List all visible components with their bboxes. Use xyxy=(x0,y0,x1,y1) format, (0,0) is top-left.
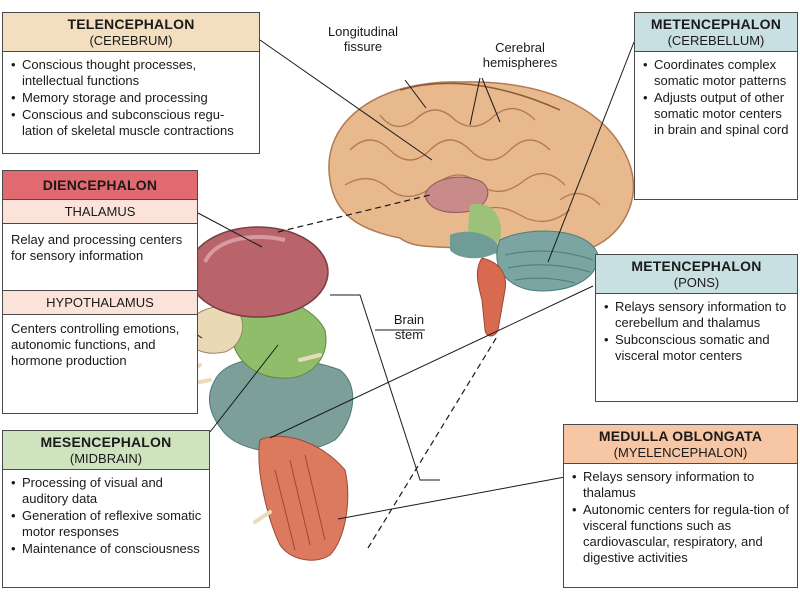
pons-list: Relays sensory information to cerebellum… xyxy=(596,294,797,369)
medulla-detail-shape xyxy=(258,435,349,561)
telencephalon-title: TELENCEPHALON xyxy=(67,16,195,32)
hypothalamus-subheader: HYPOTHALAMUS xyxy=(3,291,197,315)
cerebellum-folds xyxy=(504,250,594,284)
mesencephalon-title: MESENCEPHALON xyxy=(40,434,172,450)
medulla-title: MEDULLA OBLONGATA xyxy=(598,428,763,444)
medulla-panel: MEDULLA OBLONGATA (MYELENCEPHALON) Relay… xyxy=(563,424,798,588)
medulla-subtitle: (MYELENCEPHALON) xyxy=(613,445,748,460)
list-item: Processing of visual and auditory data xyxy=(11,475,203,507)
list-item: Conscious and subconscious regu-lation o… xyxy=(11,107,253,139)
projection-dashed-lines xyxy=(277,194,499,549)
thalamus-subheader: THALAMUS xyxy=(3,200,197,224)
pons-panel: METENCEPHALON (PONS) Relays sensory info… xyxy=(595,254,798,402)
cerebral-fissure-line xyxy=(399,82,561,111)
list-item: Conscious thought processes, intellectua… xyxy=(11,57,253,89)
cerebellum-title: METENCEPHALON xyxy=(650,16,782,32)
list-item: Autonomic centers for regula-tion of vis… xyxy=(572,502,791,566)
list-item: Generation of reflexive somatic motor re… xyxy=(11,508,203,540)
medulla-header: MEDULLA OBLONGATA (MYELENCEPHALON) xyxy=(564,425,797,464)
cerebellum-panel: METENCEPHALON (CEREBELLUM) Coordinates c… xyxy=(634,12,798,200)
mesencephalon-header: MESENCEPHALON (MIDBRAIN) xyxy=(3,431,209,470)
diencephalon-header: DIENCEPHALON xyxy=(3,171,197,200)
list-item: Relays sensory information to cerebellum… xyxy=(604,299,791,331)
pons-title: METENCEPHALON xyxy=(631,258,762,274)
cerebellum-shape xyxy=(496,230,599,292)
mesencephalon-panel: MESENCEPHALON (MIDBRAIN) Processing of v… xyxy=(2,430,210,588)
thalamus-highlight xyxy=(203,235,286,263)
pons-subtitle: (PONS) xyxy=(673,275,720,290)
cerebral-hemispheres-label: Cerebral hemispheres xyxy=(482,40,558,70)
brain-stem-label: Brain stem xyxy=(393,312,425,342)
longitudinal-fissure-label: Longitudinal fissure xyxy=(327,24,399,54)
medulla-detail-lines xyxy=(274,454,326,551)
cerebellum-header: METENCEPHALON (CEREBELLUM) xyxy=(635,13,797,52)
telencephalon-header: TELENCEPHALON (CEREBRUM) xyxy=(3,13,259,52)
thalamus-detail-shape xyxy=(187,226,329,318)
cerebellum-list: Coordinates complex somatic motor patter… xyxy=(635,52,797,143)
telencephalon-list: Conscious thought processes, intellectua… xyxy=(3,52,259,144)
thalamus-description: Relay and processing centers for sensory… xyxy=(3,224,197,291)
list-item: Coordinates complex somatic motor patter… xyxy=(643,57,791,89)
leader-lines xyxy=(174,39,635,520)
mesencephalon-subtitle: (MIDBRAIN) xyxy=(69,451,143,466)
list-item: Memory storage and processing xyxy=(11,90,253,106)
list-item: Maintenance of consciousness xyxy=(11,541,203,557)
telencephalon-panel: TELENCEPHALON (CEREBRUM) Conscious thoug… xyxy=(2,12,260,154)
cerebellum-subtitle: (CEREBELLUM) xyxy=(667,33,765,48)
pons-header: METENCEPHALON (PONS) xyxy=(596,255,797,294)
diencephalon-title: DIENCEPHALON xyxy=(42,177,158,193)
list-item: Relays sensory information to thalamus xyxy=(572,469,791,501)
mesencephalon-list: Processing of visual and auditory data G… xyxy=(3,470,209,562)
list-item: Subconscious somatic and visceral motor … xyxy=(604,332,791,364)
telencephalon-subtitle: (CEREBRUM) xyxy=(89,33,173,48)
pons-inner-shape xyxy=(450,231,500,259)
diencephalon-panel: DIENCEPHALON THALAMUS Relay and processi… xyxy=(2,170,198,414)
whole-brain-drawing xyxy=(328,81,635,337)
brainstem-right-shape xyxy=(476,257,507,337)
medulla-list: Relays sensory information to thalamus A… xyxy=(564,464,797,571)
list-item: Adjusts output of other somatic motor ce… xyxy=(643,90,791,138)
diencephalon-inner-shape xyxy=(424,176,489,213)
hypothalamus-detail-shape xyxy=(184,305,244,354)
hypothalamus-description: Centers controlling emotions, autonomic … xyxy=(11,321,180,368)
cerebrum-folds xyxy=(344,108,601,222)
